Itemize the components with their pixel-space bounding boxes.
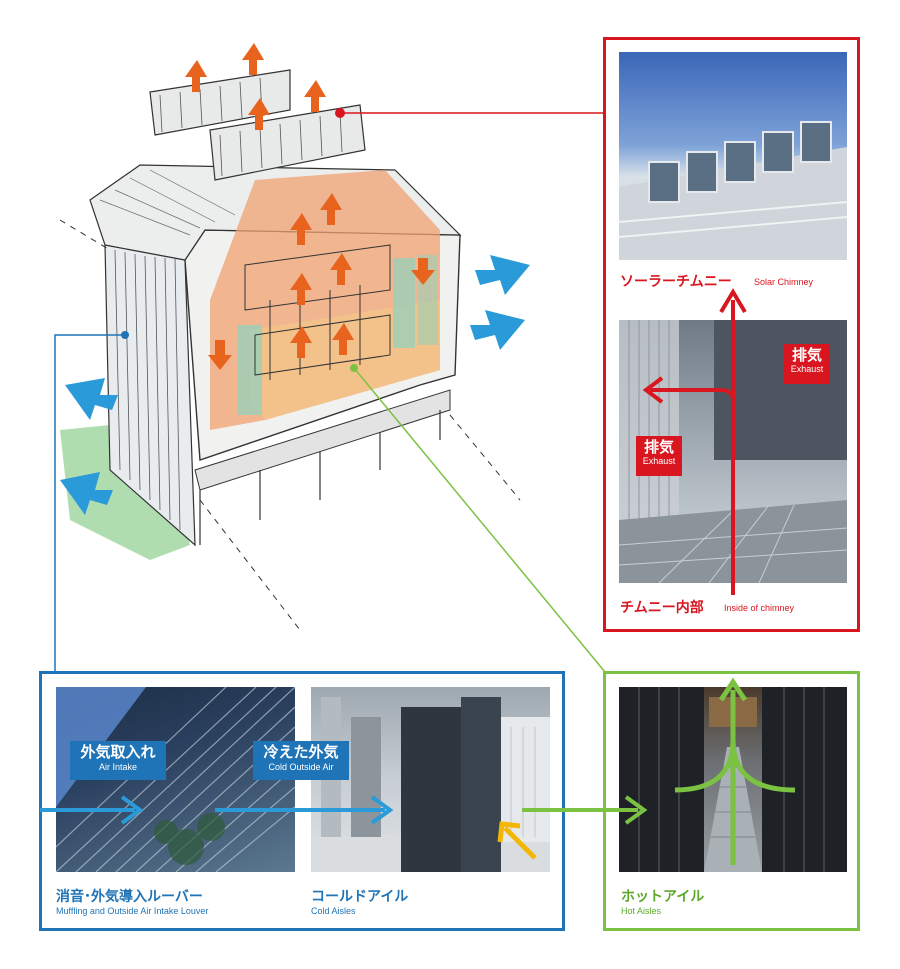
exhaust-badge-right-en: Exhaust (790, 364, 824, 374)
cold-outside-air-tag-en: Cold Outside Air (268, 762, 334, 772)
solar-chimney-photo (619, 52, 847, 260)
air-intake-tag-en: Air Intake (98, 762, 138, 772)
orange-arrow-icon (330, 253, 352, 285)
exhaust-badge-left: 排気 Exhaust (636, 436, 682, 476)
hot-aisle-label-jp: ホットアイル (621, 889, 705, 905)
orange-arrow-icon (185, 60, 207, 92)
orange-arrow-icon (332, 323, 354, 355)
blue-arrow-icon (470, 310, 525, 350)
cold-side-panel (39, 671, 565, 931)
louver-callout-dot (121, 331, 129, 339)
louver-label-en: Muffling and Outside Air Intake Louver (56, 906, 209, 916)
air-intake-tag: 外気取入れ Air Intake (70, 741, 166, 780)
hot-aisle-label-en: Hot Aisles (621, 906, 662, 916)
orange-arrow-icon (242, 43, 264, 75)
building-sketch-svg (59, 43, 530, 631)
orange-arrow-icon (290, 273, 312, 305)
orange-arrow-icon (411, 258, 435, 285)
cold-outside-air-tag: 冷えた外気 Cold Outside Air (253, 741, 349, 780)
cold-aisle-label-jp: コールドアイル (311, 889, 409, 905)
exhaust-badge-left-en: Exhaust (642, 456, 676, 466)
blue-arrow-icon (475, 255, 530, 295)
exhaust-badge-right-jp: 排気 (791, 346, 822, 364)
solar-chimney-callout-dot (335, 108, 345, 118)
solar-chimney-panel (603, 37, 860, 632)
chimney-inside-label-jp: チムニー内部 (620, 600, 704, 616)
orange-arrow-icon (208, 340, 232, 370)
orange-arrow-icon (320, 193, 342, 225)
orange-arrow-icon (290, 326, 312, 358)
orange-arrow-icon (248, 98, 270, 130)
building-sketch (0, 0, 600, 640)
solar-chimney-label-jp: ソーラーチムニー (620, 274, 732, 290)
orange-arrow-icon (304, 80, 326, 112)
louver-label-jp: 消音･外気導入ルーバー (56, 889, 203, 905)
hot-aisle-photo (619, 687, 847, 872)
orange-arrow-icon (290, 213, 312, 245)
hot-aisle-callout-dot (350, 364, 358, 372)
chimney-inside-label-en: Inside of chimney (724, 603, 795, 613)
cold-aisle-label-en: Cold Aisles (311, 906, 356, 916)
exhaust-badge-left-jp: 排気 (643, 438, 674, 456)
air-intake-tag-jp: 外気取入れ (80, 743, 156, 761)
cold-outside-air-tag-jp: 冷えた外気 (263, 743, 339, 761)
hot-aisle-panel (603, 671, 860, 931)
solar-chimney-label-en: Solar Chimney (754, 277, 814, 287)
exhaust-badge-right: 排気 Exhaust (784, 344, 830, 384)
